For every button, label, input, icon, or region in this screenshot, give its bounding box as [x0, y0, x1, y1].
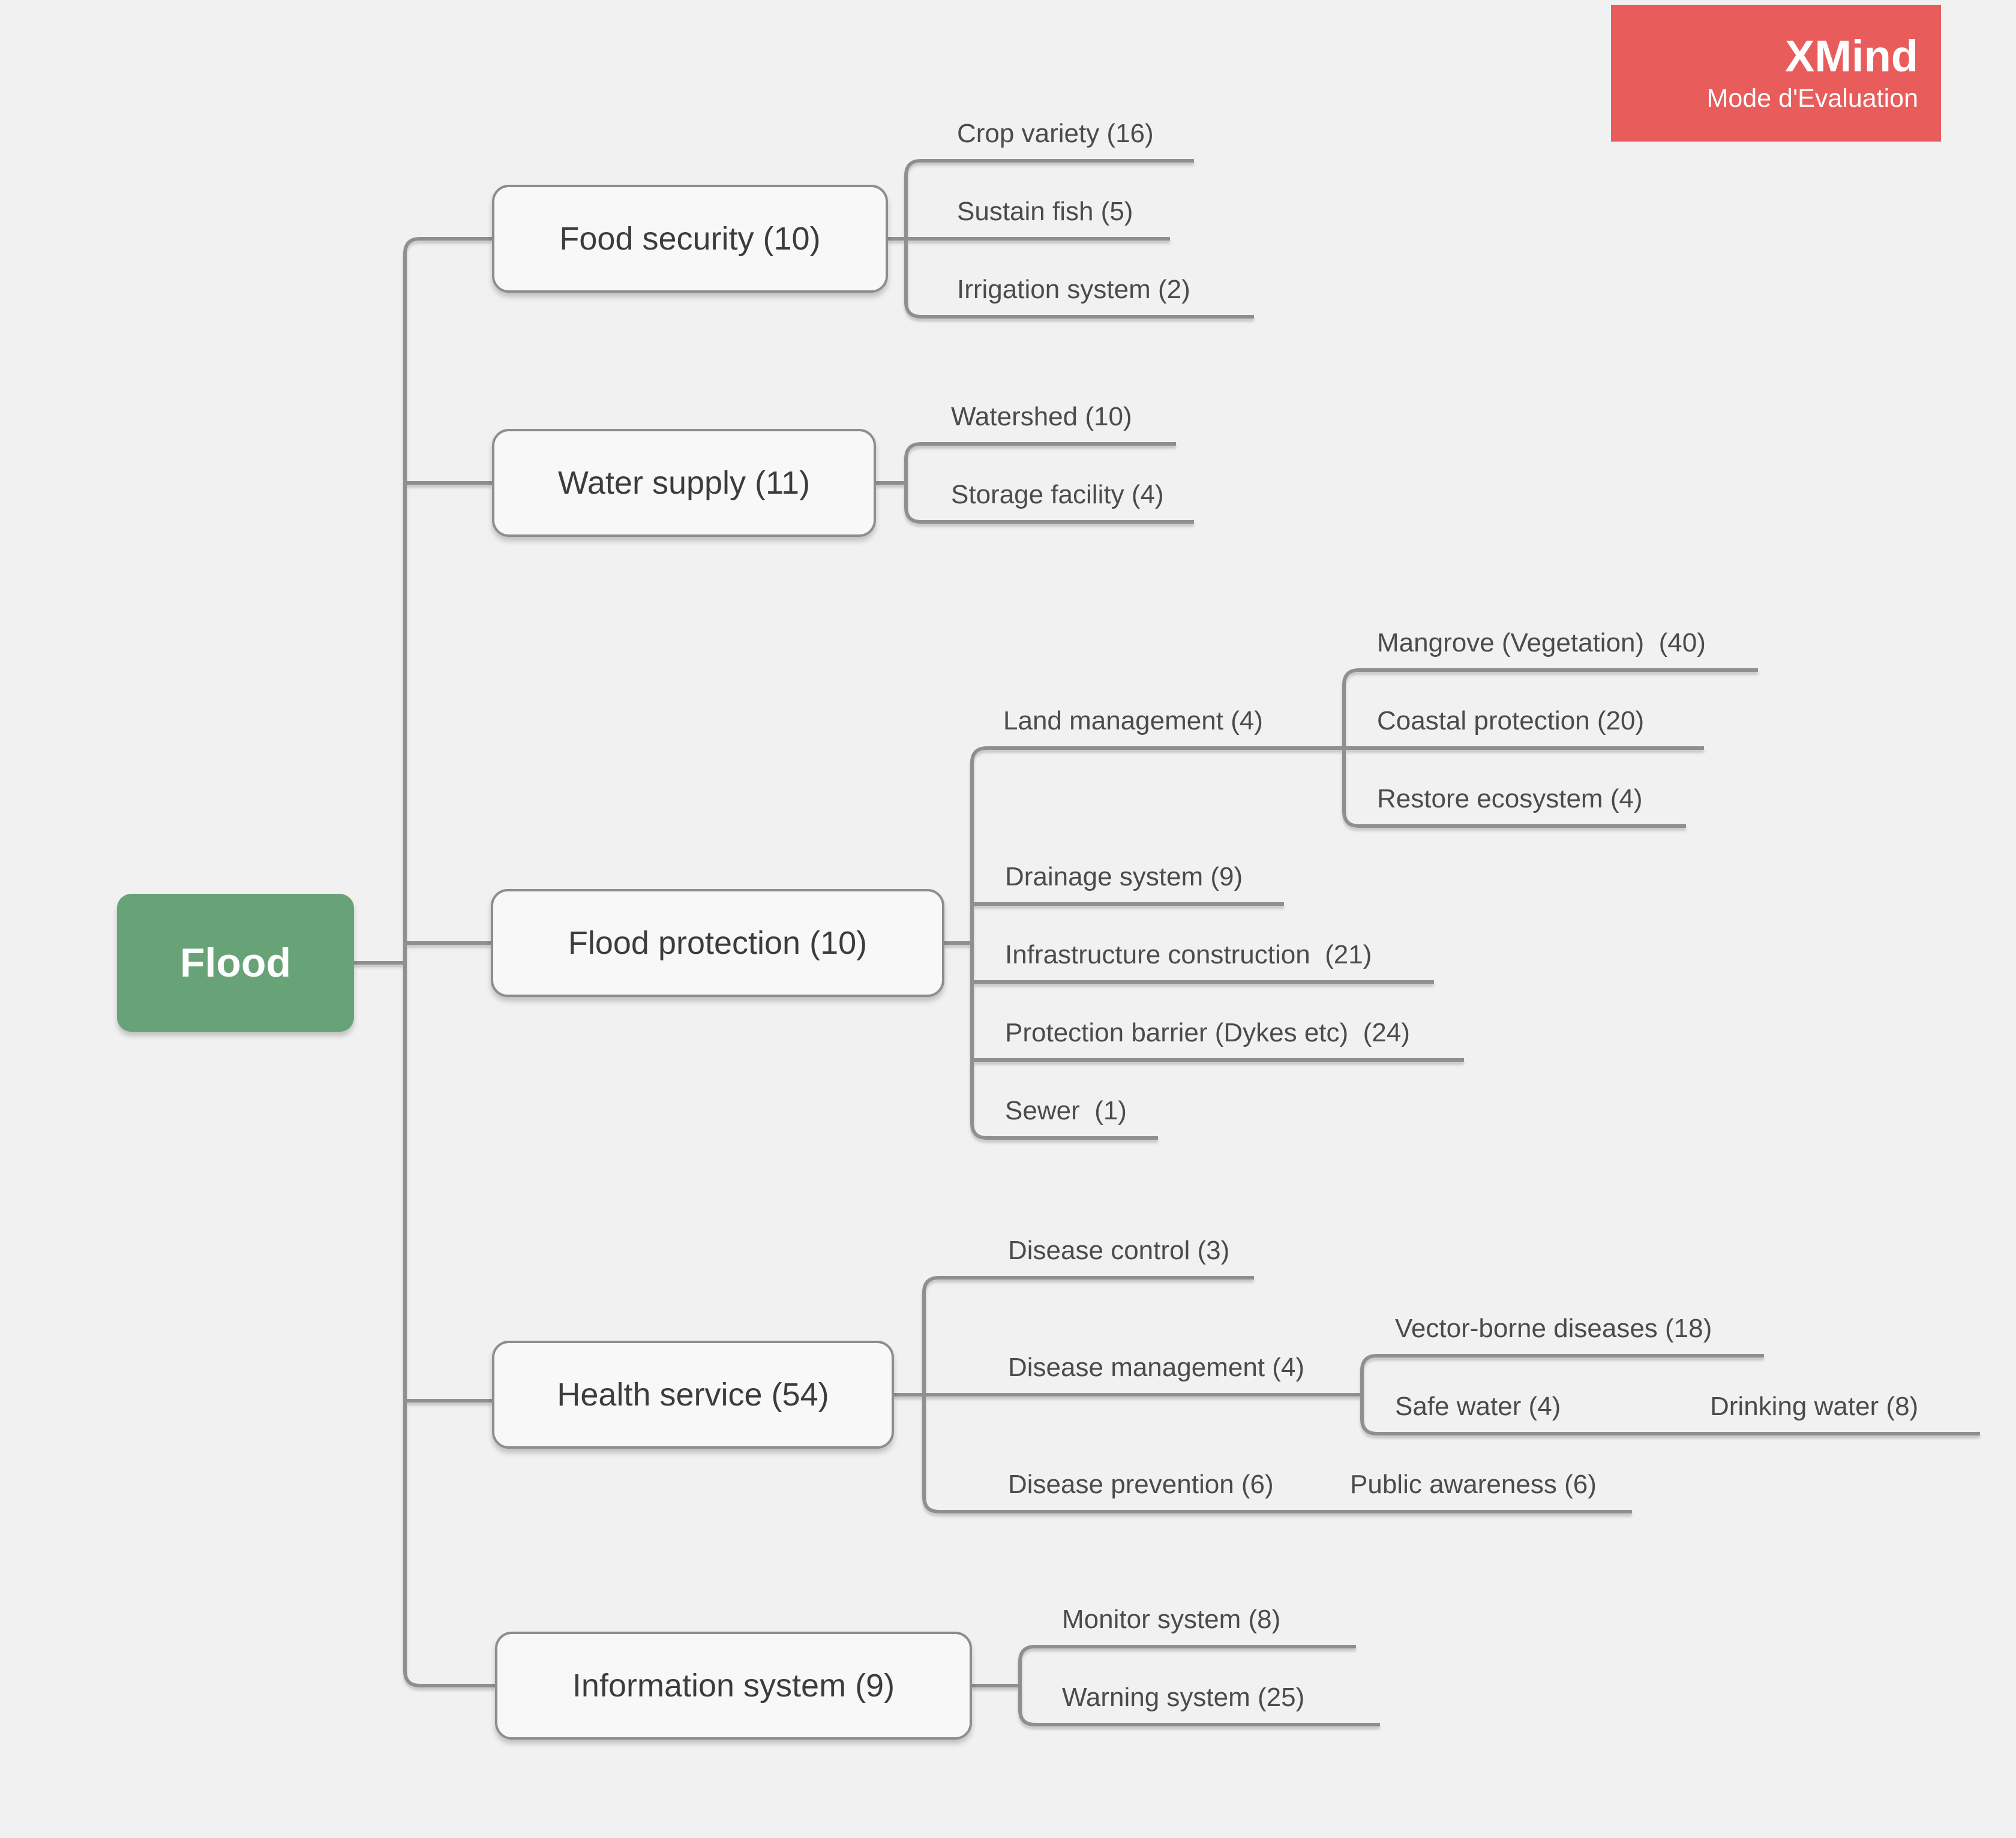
subtopic-warning-system[interactable]: Warning system (25) — [1062, 1683, 1305, 1712]
subtopic-protection-barrier[interactable]: Protection barrier (Dykes etc) (24) — [1005, 1018, 1410, 1047]
root-topic-flood[interactable]: Flood — [117, 894, 354, 1032]
subtopic-disease-prevention[interactable]: Disease prevention (6) — [1008, 1470, 1274, 1499]
topic-food-security[interactable]: Food security (10) — [492, 185, 888, 293]
connector-diseasemgmt-children-bracket — [1360, 1354, 1980, 1435]
connector-main-spine — [403, 237, 495, 1687]
topic-label: Flood protection (10) — [568, 925, 868, 961]
topic-health-service[interactable]: Health service (54) — [492, 1341, 894, 1449]
subtopic-watershed[interactable]: Watershed (10) — [951, 402, 1132, 431]
topic-label: Information system (9) — [572, 1668, 895, 1704]
topic-information-system[interactable]: Information system (9) — [495, 1632, 972, 1740]
subtopic-infrastructure-construction[interactable]: Infrastructure construction (21) — [1005, 940, 1372, 969]
subtopic-public-awareness[interactable]: Public awareness (6) — [1350, 1470, 1597, 1499]
topic-label: Food security (10) — [559, 221, 821, 257]
subtopic-land-management[interactable]: Land management (4) — [1003, 706, 1263, 735]
subtopic-drinking-water[interactable]: Drinking water (8) — [1710, 1392, 1919, 1421]
subtopic-irrigation-system[interactable]: Irrigation system (2) — [957, 275, 1190, 304]
root-topic-label: Flood — [179, 940, 292, 986]
subtopic-disease-management[interactable]: Disease management (4) — [1008, 1353, 1305, 1382]
connector-floodprot-children-bracket — [970, 746, 1344, 1140]
connector-water-children-bracket — [904, 442, 1194, 524]
subtopic-safe-water[interactable]: Safe water (4) — [1395, 1392, 1561, 1421]
connector-info-children-bracket — [1018, 1645, 1380, 1726]
xmind-logo-text: XMind — [1785, 31, 1918, 81]
subtopic-storage-facility[interactable]: Storage facility (4) — [951, 480, 1164, 509]
subtopic-crop-variety[interactable]: Crop variety (16) — [957, 119, 1154, 148]
subtopic-vector-borne-diseases[interactable]: Vector-borne diseases (18) — [1395, 1314, 1712, 1343]
evaluation-mode-label: Mode d'Evaluation — [1706, 84, 1918, 113]
topic-label: Water supply (11) — [557, 465, 811, 501]
subtopic-drainage-system[interactable]: Drainage system (9) — [1005, 862, 1243, 891]
subtopic-coastal-protection[interactable]: Coastal protection (20) — [1377, 706, 1645, 735]
topic-label: Health service (54) — [557, 1377, 829, 1413]
subtopic-mangrove-vegetation[interactable]: Mangrove (Vegetation) (40) — [1377, 628, 1706, 657]
subtopic-sustain-fish[interactable]: Sustain fish (5) — [957, 197, 1133, 226]
subtopic-disease-control[interactable]: Disease control (3) — [1008, 1236, 1230, 1265]
subtopic-restore-ecosystem[interactable]: Restore ecosystem (4) — [1377, 784, 1643, 813]
topic-water-supply[interactable]: Water supply (11) — [492, 429, 876, 537]
xmind-watermark: XMind Mode d'Evaluation — [1611, 5, 1941, 142]
subtopic-monitor-system[interactable]: Monitor system (8) — [1062, 1605, 1281, 1634]
subtopic-sewer[interactable]: Sewer (1) — [1005, 1096, 1127, 1125]
topic-flood-protection[interactable]: Flood protection (10) — [491, 889, 944, 997]
